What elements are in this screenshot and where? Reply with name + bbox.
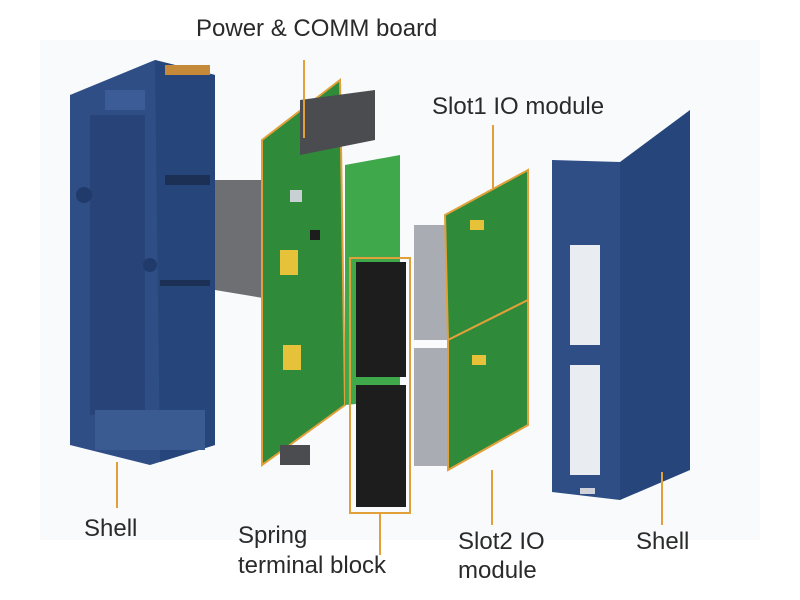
power-comm-board-part [261,77,375,467]
slot2-io-module-part [447,298,529,472]
slot2-connector [414,348,452,466]
label-shell-right: Shell [636,528,690,555]
label-slot2-io-module-line1: Slot2 IO [458,528,545,555]
leader-lines [116,60,663,555]
din-rail-part [215,180,275,300]
right-shell-part [552,110,690,500]
label-slot1-io-module: Slot1 IO module [432,93,605,120]
spring-terminal-block-part [349,257,411,514]
left-shell-part [70,60,215,465]
label-spring-terminal-block-line1: Spring [238,522,308,549]
label-power-comm-board: Power & COMM board [196,15,438,42]
label-shell-left: Shell [84,515,138,542]
label-spring-terminal-block-line2: terminal block [238,552,387,579]
label-slot2-io-module-line2: module [458,557,537,584]
